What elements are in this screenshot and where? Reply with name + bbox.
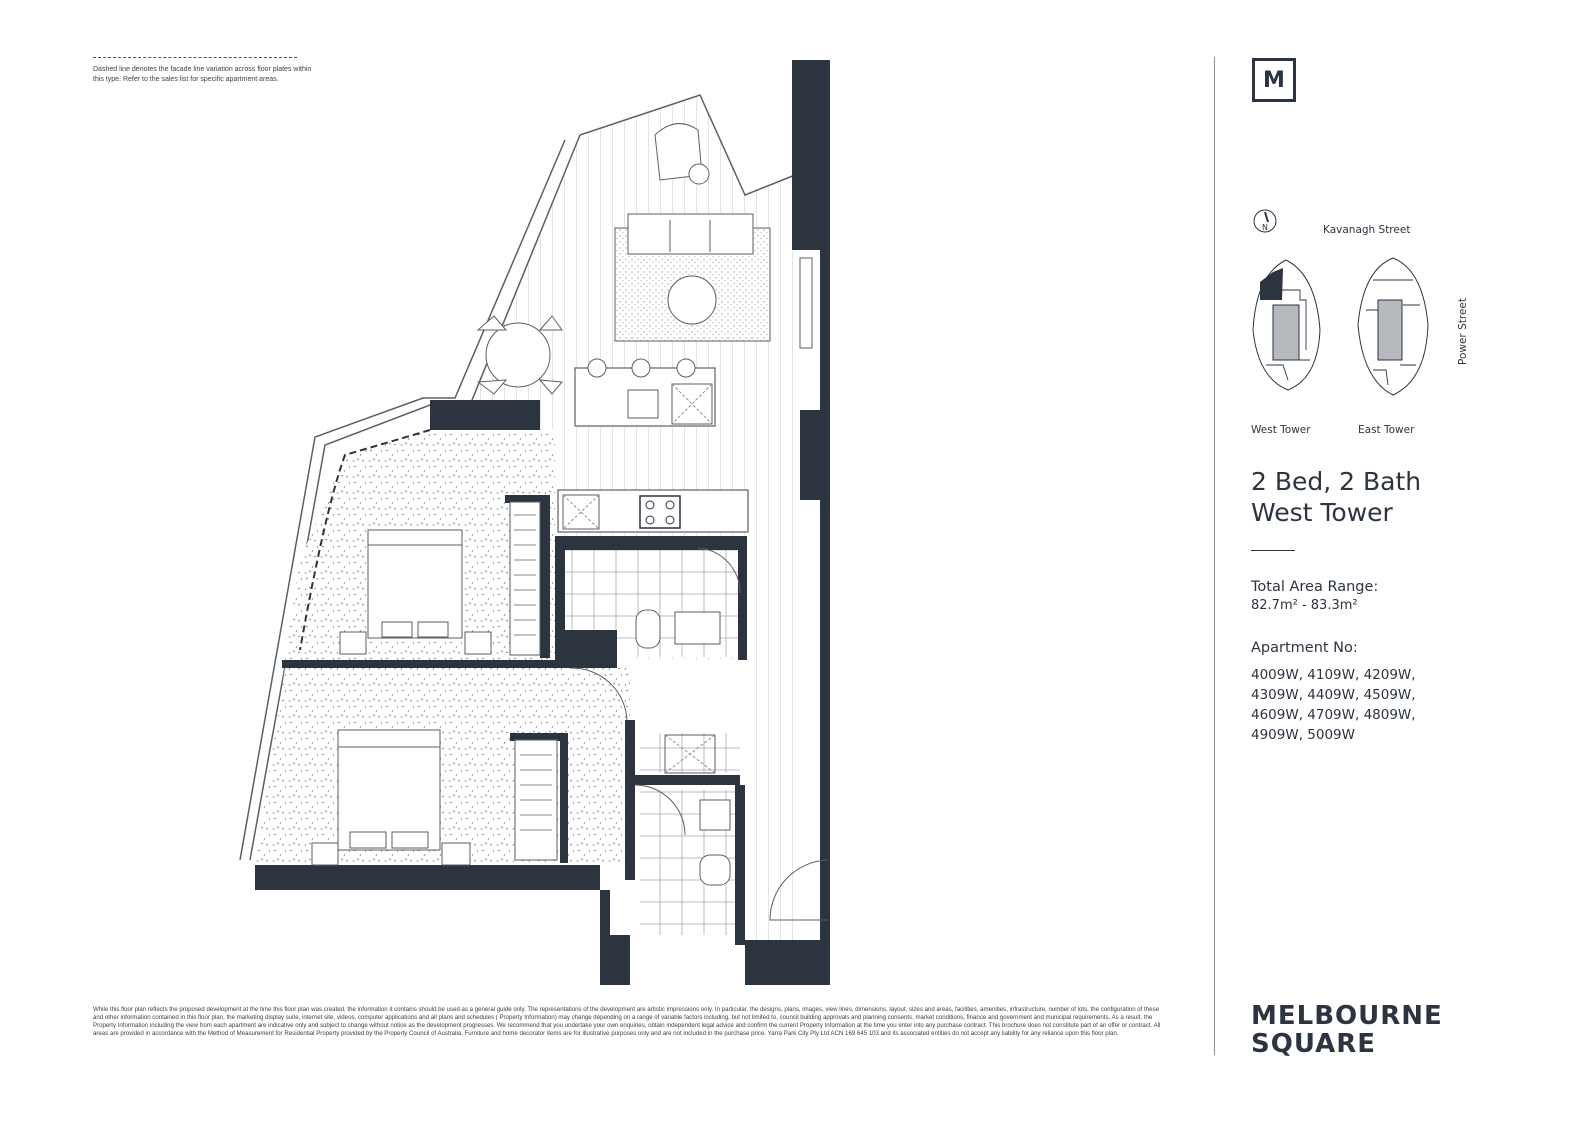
compass-icon bbox=[1253, 209, 1277, 233]
cooktop bbox=[639, 495, 681, 529]
title-line-1: 2 Bed, 2 Bath bbox=[1251, 467, 1422, 496]
armchair bbox=[654, 123, 703, 181]
bed-2 bbox=[337, 729, 441, 851]
area-heading: Total Area Range: bbox=[1251, 579, 1379, 595]
floor-plan-drawing bbox=[239, 60, 830, 985]
bedroom-2-floor bbox=[255, 668, 630, 865]
apartment-numbers-line: 4309W, 4409W, 4509W, bbox=[1251, 687, 1416, 703]
sidebar-divider bbox=[1214, 57, 1215, 1055]
kitchen-island bbox=[574, 367, 716, 427]
logo-letter: M bbox=[1263, 67, 1285, 93]
brand-line-2: SQUARE bbox=[1251, 1029, 1377, 1059]
brand-logo: M bbox=[1252, 58, 1296, 102]
apartment-no-heading: Apartment No: bbox=[1251, 640, 1358, 656]
title-rule bbox=[1251, 550, 1295, 551]
dining-table bbox=[485, 322, 551, 388]
sofa bbox=[627, 213, 754, 255]
west-tower-label: West Tower bbox=[1251, 424, 1311, 436]
street-power: Power Street bbox=[1457, 298, 1469, 365]
facade-note: Dashed line denotes the facade line vari… bbox=[93, 66, 312, 83]
bed-1 bbox=[367, 529, 463, 639]
apartment-numbers-line: 4609W, 4709W, 4809W, bbox=[1251, 707, 1416, 723]
kitchen-bench bbox=[557, 489, 749, 533]
brand-line-1: MELBOURNE bbox=[1251, 1001, 1443, 1031]
walls bbox=[255, 60, 830, 985]
title-line-2: West Tower bbox=[1251, 498, 1393, 527]
brand-wordmark: MELBOURNE SQUARE bbox=[1251, 1002, 1443, 1058]
apartment-title: 2 Bed, 2 Bath West Tower bbox=[1251, 466, 1421, 528]
west-tower-highlight bbox=[1260, 268, 1283, 300]
compass-letter: N bbox=[1262, 223, 1268, 232]
wardrobe-1 bbox=[509, 501, 541, 656]
east-tower-label: East Tower bbox=[1358, 424, 1415, 436]
street-kavanagh: Kavanagh Street bbox=[1323, 224, 1410, 236]
key-plan: N Kavanagh Street Power Street West Towe… bbox=[1251, 209, 1469, 436]
apartment-numbers-line: 4009W, 4109W, 4209W, bbox=[1251, 667, 1416, 683]
coffee-table bbox=[667, 275, 717, 325]
apartment-numbers: 4009W, 4109W, 4209W, 4309W, 4409W, 4509W… bbox=[1251, 665, 1451, 745]
area-value: 82.7m² - 83.3m² bbox=[1251, 598, 1358, 613]
facade-dashed-line-legend bbox=[93, 57, 297, 58]
disclaimer-text: While this floor plan reflects the propo… bbox=[93, 1006, 1161, 1037]
entry-door-swing bbox=[769, 859, 829, 921]
apartment-numbers-line: 4909W, 5009W bbox=[1251, 727, 1355, 743]
